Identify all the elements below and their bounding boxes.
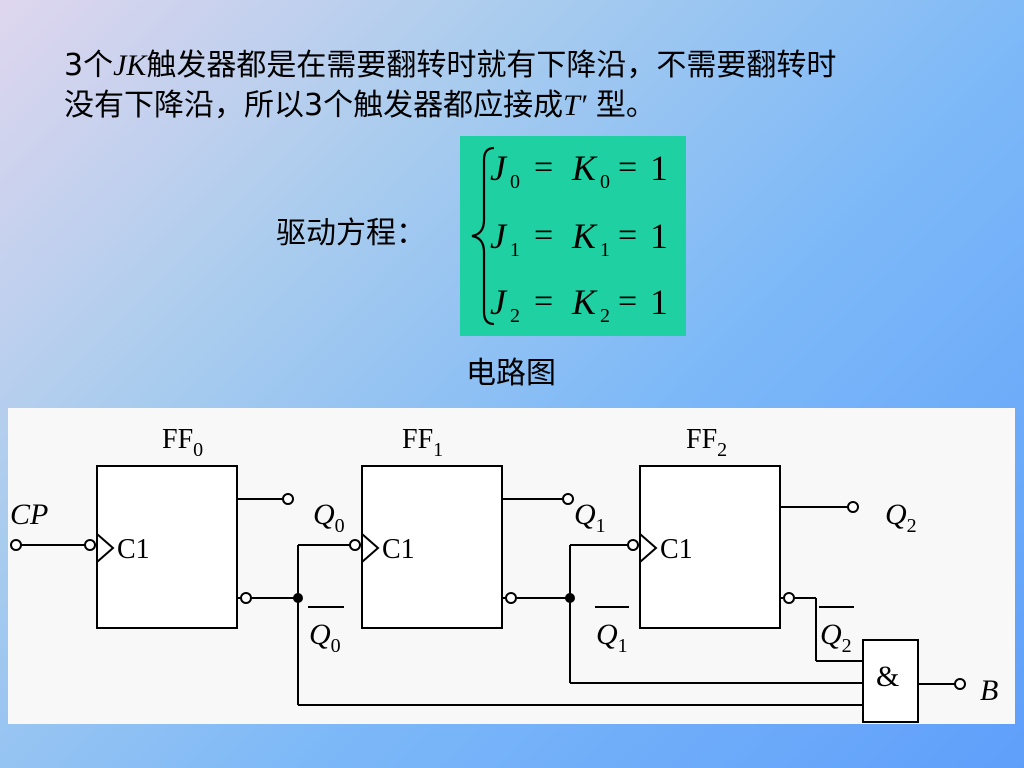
eq-equals: = — [534, 217, 553, 254]
ff0-box — [96, 465, 238, 629]
q-letter: Q — [313, 498, 335, 531]
ff0-label: FF0 — [162, 424, 203, 461]
left-brace — [471, 146, 495, 326]
equation-row: J 2 = K 2 = 1 — [490, 282, 668, 327]
ff-label-sub: 1 — [433, 439, 443, 461]
ff-label-main: FF — [686, 424, 717, 455]
ff2-c1-label: C1 — [660, 534, 693, 565]
intro-line1-rest: 触发器都是在需要翻转时就有下降沿，不需要翻转时 — [146, 48, 837, 83]
eq-k: K — [571, 282, 598, 322]
eq-k: K — [571, 148, 598, 188]
and-gate-box — [862, 639, 919, 723]
intro-line2-rest: 型。 — [586, 88, 656, 123]
eq-j-sub: 0 — [510, 171, 520, 193]
eq-j: J — [490, 148, 508, 188]
q-sub: 0 — [331, 635, 341, 657]
ff-label-sub: 0 — [193, 439, 203, 461]
equation-row: J 0 = K 0 = 1 — [490, 148, 668, 193]
q0-terminal — [282, 493, 294, 505]
ff2-clock-bubble — [627, 539, 639, 551]
eq-k-sub: 0 — [600, 171, 610, 193]
eq-value: 1 — [650, 216, 668, 256]
q-sub: 1 — [596, 515, 606, 537]
q-sub: 1 — [618, 635, 628, 657]
q2-label: Q2 — [885, 498, 917, 537]
junction-dot — [293, 593, 303, 603]
ff0-c1-label: C1 — [117, 534, 150, 565]
intro-text: 3个JK触发器都是在需要翻转时就有下降沿，不需要翻转时 没有下降沿，所以3个触发… — [64, 46, 964, 126]
ff1-clock-bubble — [349, 539, 361, 551]
ff-label-sub: 2 — [717, 439, 727, 461]
b-terminal — [954, 678, 966, 690]
q-letter: Q — [820, 618, 842, 651]
q1-label: Q1 — [574, 498, 606, 537]
equation-box: J 0 = K 0 = 1 J 1 = K 1 = 1 J 2 = K 2 = … — [460, 136, 686, 336]
q-sub: 0 — [335, 515, 345, 537]
eq-equals: = — [534, 149, 553, 186]
q2-terminal — [847, 501, 859, 513]
eq-equals: = — [534, 283, 553, 320]
q0-label: Q0 — [313, 498, 345, 537]
q-letter: Q — [885, 498, 907, 531]
cp-label: CP — [10, 498, 48, 531]
ff0-clock-bubble — [84, 539, 96, 551]
eq-equals: = — [618, 283, 637, 320]
intro-line-1: 3个JK触发器都是在需要翻转时就有下降沿，不需要翻转时 — [64, 46, 964, 86]
intro-jk: JK — [113, 49, 147, 82]
q1bar-terminal — [505, 592, 517, 604]
q-sub: 2 — [842, 635, 852, 657]
q1-terminal — [562, 493, 574, 505]
eq-value: 1 — [650, 148, 668, 188]
q1bar-label: Q1 — [596, 618, 628, 657]
circuit-title: 电路图 — [466, 356, 556, 391]
circuit-panel: FF0 FF1 FF2 C1 C1 C1 CP Q0 Q1 Q2 Q0 Q1 Q… — [8, 408, 1015, 724]
equation-row: J 1 = K 1 = 1 — [490, 216, 668, 261]
q2bar-terminal — [783, 592, 795, 604]
intro-line1-prefix: 3个 — [64, 48, 114, 83]
circuit-diagram: FF0 FF1 FF2 C1 C1 C1 CP Q0 Q1 Q2 Q0 Q1 Q… — [10, 424, 998, 723]
eq-j: J — [490, 216, 508, 256]
ff-label-main: FF — [402, 424, 433, 455]
ff1-box — [361, 465, 503, 629]
intro-line2-prefix: 没有下降沿，所以3个触发器都应接成 — [64, 88, 564, 123]
ff2-box — [639, 465, 781, 629]
eq-equals: = — [618, 217, 637, 254]
output-b-label: B — [980, 674, 998, 707]
ff1-label: FF1 — [402, 424, 443, 461]
ff1-c1-label: C1 — [382, 534, 415, 565]
eq-k-sub: 2 — [600, 305, 610, 327]
ff0-clock-triangle — [96, 533, 115, 563]
eq-j-sub: 1 — [510, 239, 520, 261]
cp-terminal — [10, 539, 22, 551]
q-letter: Q — [596, 618, 618, 651]
eq-k-sub: 1 — [600, 239, 610, 261]
eq-k: K — [571, 216, 598, 256]
eq-j-sub: 2 — [510, 305, 520, 327]
and-symbol: & — [876, 660, 899, 693]
eq-j: J — [490, 282, 508, 322]
ff2-clock-triangle — [639, 533, 658, 563]
ff2-label: FF2 — [686, 424, 727, 461]
ff1-clock-triangle — [361, 533, 380, 563]
equation-svg: J 0 = K 0 = 1 J 1 = K 1 = 1 J 2 = K 2 = … — [471, 146, 668, 327]
q2bar-label: Q2 — [820, 618, 852, 657]
q-sub: 2 — [907, 515, 917, 537]
ff-label-main: FF — [162, 424, 193, 455]
drive-equation-label: 驱动方程： — [276, 216, 426, 251]
q0bar-terminal — [240, 592, 252, 604]
junction-dot — [565, 593, 575, 603]
q0bar-label: Q0 — [309, 618, 341, 657]
q-letter: Q — [309, 618, 331, 651]
intro-line-2: 没有下降沿，所以3个触发器都应接成T′ 型。 — [64, 86, 964, 126]
intro-t-prime: T′ — [563, 89, 587, 122]
eq-value: 1 — [650, 282, 668, 322]
q-letter: Q — [574, 498, 596, 531]
eq-equals: = — [618, 149, 637, 186]
